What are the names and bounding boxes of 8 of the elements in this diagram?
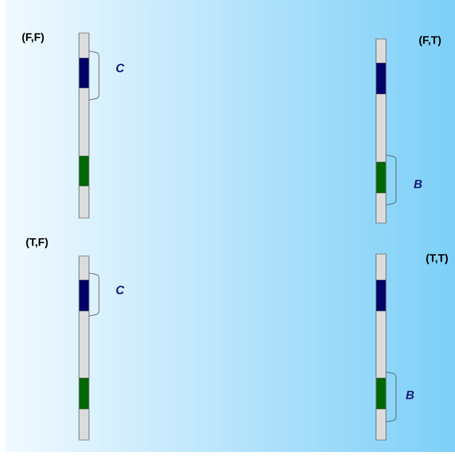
bracket-label: C [116, 64, 124, 72]
state-label: (T,F) [26, 238, 48, 248]
state-label: (F,F) [22, 32, 44, 44]
bracket-label: B [406, 390, 414, 400]
state-label: (T,T) [426, 254, 448, 264]
bracket-label: B [414, 180, 422, 188]
state-label: (F,T) [419, 36, 441, 46]
bracket-label: C [116, 286, 124, 294]
